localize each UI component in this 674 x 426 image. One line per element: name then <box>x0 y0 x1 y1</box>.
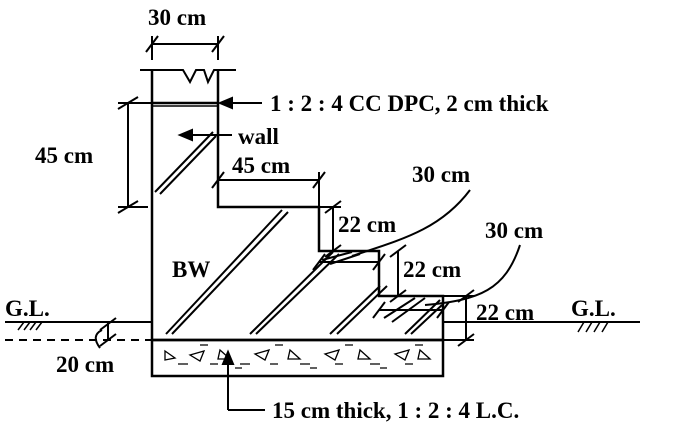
label-wall-height: 45 cm <box>35 143 93 168</box>
concrete-texture <box>164 344 432 369</box>
leader-depth <box>94 329 103 349</box>
dim-rise2 <box>389 244 407 303</box>
label-step3-width: 30 cm <box>485 218 543 243</box>
dim-step3-width <box>372 301 450 319</box>
label-top-width: 30 cm <box>148 5 206 30</box>
label-wall: wall <box>238 124 279 149</box>
label-depth-below-gl: 20 cm <box>56 352 114 377</box>
dim-step2-width <box>312 253 386 271</box>
label-brickwork: BW <box>172 257 210 282</box>
dim-depth-below-gl <box>99 317 117 347</box>
label-rise2: 22 cm <box>403 257 461 282</box>
leader-dpc <box>217 96 262 110</box>
ground-hatch-right-icon <box>577 321 609 333</box>
label-dpc-note: 1 : 2 : 4 CC DPC, 2 cm thick <box>270 91 549 116</box>
leader-step2 <box>351 189 471 257</box>
dim-rise3 <box>443 289 475 347</box>
dim-step1-width <box>211 171 326 207</box>
dim-top-width <box>145 35 225 60</box>
brickwork-hatching <box>154 131 443 335</box>
label-step2-width: 30 cm <box>412 162 470 187</box>
leader-wall <box>177 128 232 142</box>
leader-concrete <box>221 349 265 411</box>
label-rise1: 22 cm <box>338 212 396 237</box>
ground-hatch-left-icon <box>17 321 43 331</box>
label-step1-width: 45 cm <box>232 153 290 178</box>
leader-step3 <box>424 244 521 306</box>
label-concrete-note: 15 cm thick, 1 : 2 : 4 L.C. <box>272 398 519 423</box>
label-ground-right: G.L. <box>571 296 616 321</box>
lime-concrete-bed <box>150 338 445 378</box>
dim-rise1 <box>319 200 342 258</box>
wall-break-line <box>140 69 236 85</box>
dim-wall-height <box>117 96 152 214</box>
label-ground-left: G.L. <box>5 296 50 321</box>
label-rise3: 22 cm <box>476 300 534 325</box>
